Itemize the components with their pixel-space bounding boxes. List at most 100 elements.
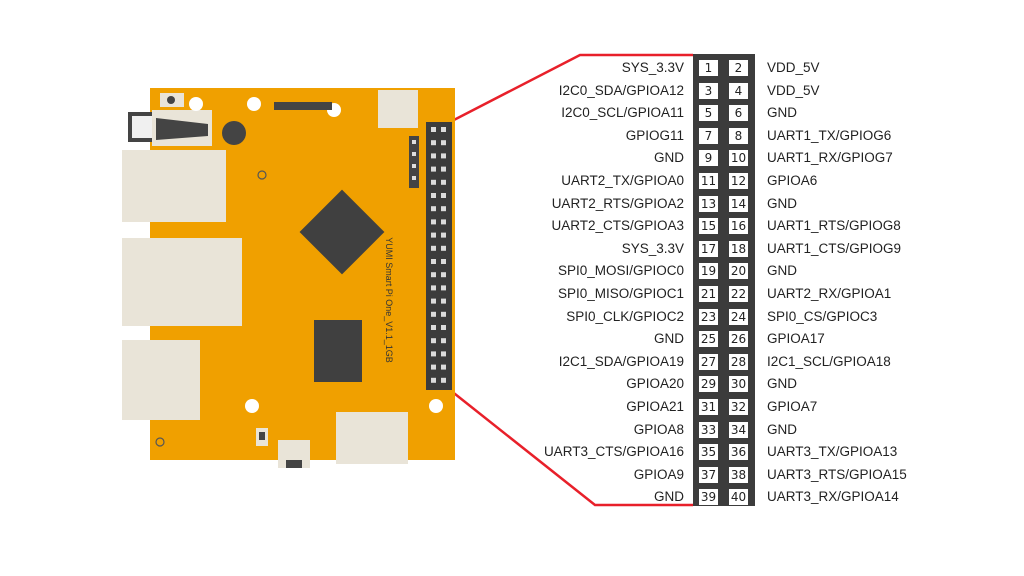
pin-label-32: GPIOA7 (767, 399, 818, 414)
pin-label-37: GPIOA9 (633, 466, 684, 482)
board-pin (441, 219, 446, 225)
pin-number-29: 29 (699, 376, 718, 393)
board-pin (441, 140, 446, 146)
board-pin (431, 364, 436, 370)
board-pin (441, 377, 446, 383)
pin-label-25: GND (654, 331, 684, 347)
board-pin (431, 351, 436, 357)
pin-number-25: 25 (699, 331, 718, 348)
board-pin (441, 285, 446, 291)
pin-number-24: 24 (729, 308, 748, 325)
pin-label-3: I2C0_SDA/GPIOA12 (558, 82, 684, 98)
board-pin (441, 166, 446, 172)
hdmi-port (336, 412, 408, 464)
pin-number-28: 28 (729, 353, 748, 370)
pin-number-10: 10 (729, 150, 748, 167)
pin-number-8: 8 (729, 127, 748, 144)
board-pin (431, 285, 436, 291)
pin-number-13: 13 (699, 195, 718, 212)
pin-label-15: UART2_CTS/GPIOA3 (551, 218, 684, 234)
gpio-header-zoom (693, 54, 755, 506)
pin-label-6: GND (767, 105, 797, 121)
pin-number-11: 11 (699, 173, 718, 189)
board-pin (431, 272, 436, 278)
pin-number-14: 14 (729, 195, 748, 212)
board-pin (431, 193, 436, 198)
board-pin (431, 338, 436, 344)
pin-number-4: 4 (729, 82, 748, 99)
pin-number-5: 5 (699, 105, 718, 122)
pin-label-19: SPI0_MOSI/GPIOC0 (557, 263, 684, 279)
pin-label-36: UART3_TX/GPIOA13 (767, 444, 898, 460)
callout-line-top (449, 53, 693, 124)
pin-label-24: SPI0_CS/GPIOC3 (767, 308, 878, 324)
board-pin (441, 364, 446, 370)
pin-label-18: UART1_CTS/GPIOG9 (767, 240, 902, 256)
pin-number-30: 30 (729, 376, 748, 393)
pin-number-37: 37 (699, 466, 718, 483)
pin-label-10: UART1_RX/GPIOG7 (767, 150, 893, 166)
pin-label-13: UART2_RTS/GPIOA2 (551, 195, 684, 211)
ram-chip (314, 320, 362, 382)
pin-label-29: GPIOA20 (626, 376, 684, 392)
pin-number-19: 19 (699, 263, 718, 280)
pin-label-40: UART3_RX/GPIOA14 (767, 489, 899, 505)
ethernet-port (122, 150, 226, 222)
soc-chip (299, 189, 385, 275)
gpio-header-on-board (426, 122, 452, 390)
pin-number-31: 31 (699, 399, 718, 415)
board-pin (441, 259, 446, 264)
usb-port (122, 238, 242, 326)
pin-number-38: 38 (729, 466, 748, 483)
pin-label-39: GND (654, 489, 684, 505)
board-pin (441, 193, 446, 198)
board-pin (431, 245, 436, 251)
pin-label-17: SYS_3.3V (621, 240, 684, 256)
pin-label-2: VDD_5V (767, 60, 820, 75)
board-pin (431, 219, 436, 225)
pin-label-26: GPIOA17 (767, 331, 825, 347)
pin-label-30: GND (767, 376, 797, 392)
board-pin (431, 232, 436, 238)
board-pin (431, 153, 436, 159)
pin-number-3: 3 (699, 82, 718, 99)
pin-label-21: SPI0_MISO/GPIOC1 (557, 286, 684, 301)
pin-label-35: UART3_CTS/GPIOA16 (543, 444, 684, 460)
mounting-hole (245, 399, 259, 413)
board-pin (441, 232, 446, 238)
pin-label-28: I2C1_SCL/GPIOA18 (767, 353, 891, 369)
mounting-hole (429, 399, 443, 413)
pin-label-7: GPIOG11 (625, 127, 684, 143)
pin-label-8: UART1_TX/GPIOG6 (767, 127, 892, 143)
board-pin (441, 153, 446, 159)
pin-label-5: I2C0_SCL/GPIOA11 (561, 105, 684, 121)
pin-label-9: GND (654, 150, 684, 166)
callout-line-bottom (449, 389, 693, 507)
pin-number-18: 18 (729, 240, 748, 257)
pin-number-17: 17 (699, 240, 718, 257)
board-pin (431, 298, 436, 304)
usb-port (122, 340, 200, 420)
pin-number-6: 6 (729, 105, 748, 122)
pin-number-22: 22 (729, 286, 748, 302)
board-silkscreen: YUMI Smart Pi One_V1.1_1GB (384, 237, 394, 363)
pin-number-36: 36 (729, 444, 748, 461)
pin-number-27: 27 (699, 353, 718, 370)
mounting-hole (189, 97, 203, 111)
board-pin (431, 166, 436, 172)
pin-label-34: GND (767, 421, 797, 437)
pin-label-22: UART2_RX/GPIOA1 (767, 286, 892, 301)
pin-number-12: 12 (729, 173, 748, 189)
pin-number-2: 2 (729, 60, 748, 76)
pin-label-1: SYS_3.3V (621, 60, 684, 75)
pin-number-39: 39 (699, 489, 718, 506)
pin-label-14: GND (767, 195, 797, 211)
board-pin (431, 377, 436, 383)
board-pin (441, 272, 446, 278)
pin-number-26: 26 (729, 331, 748, 348)
sd-card-slot (274, 102, 332, 110)
board-pin (441, 127, 446, 132)
mounting-hole (247, 97, 261, 111)
